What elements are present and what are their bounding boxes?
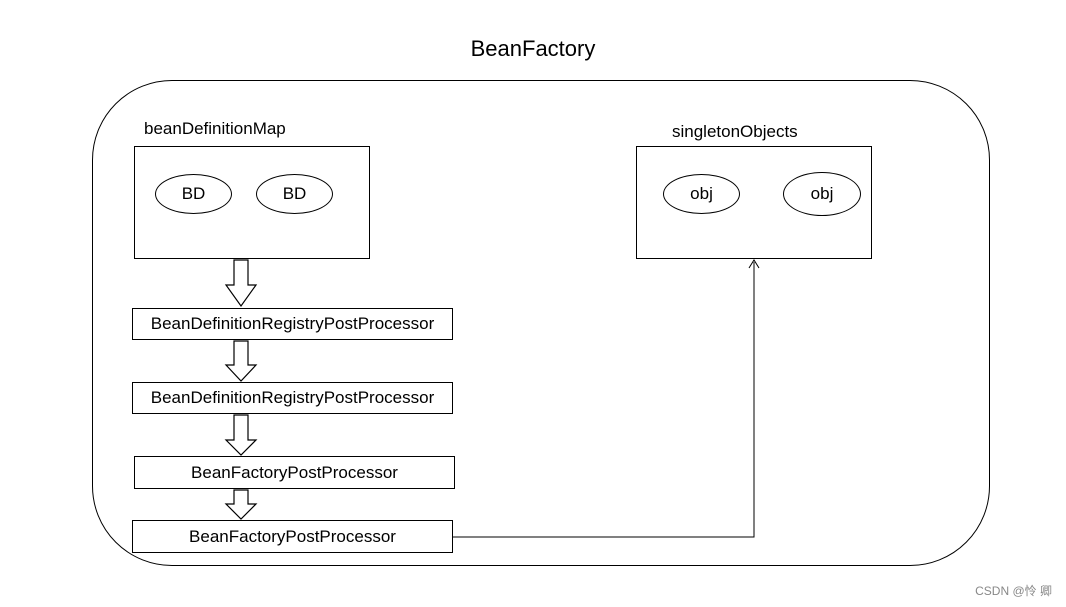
processor-box: BeanDefinitionRegistryPostProcessor (132, 382, 453, 414)
singleton-object-node: obj (783, 172, 861, 216)
connector-arrowhead (748, 259, 760, 269)
bean-factory-container (92, 80, 990, 566)
flow-arrow-4 (224, 489, 258, 520)
processor-box: BeanDefinitionRegistryPostProcessor (132, 308, 453, 340)
processor-box: BeanFactoryPostProcessor (134, 456, 455, 489)
diagram-title: BeanFactory (470, 36, 596, 61)
bean-definition-node: BD (155, 174, 232, 214)
connector-to-singleton-objects (453, 262, 755, 538)
flow-arrow-1 (224, 259, 258, 308)
singleton-objects-label: singletonObjects (672, 122, 798, 141)
flow-arrow-3 (224, 414, 258, 456)
flow-arrow-2 (224, 340, 258, 382)
watermark: CSDN @怜 卿 (975, 584, 1052, 598)
bean-definition-map-label: beanDefinitionMap (144, 119, 286, 138)
processor-box: BeanFactoryPostProcessor (132, 520, 453, 553)
singleton-object-node: obj (663, 174, 740, 214)
bean-definition-node: BD (256, 174, 333, 214)
